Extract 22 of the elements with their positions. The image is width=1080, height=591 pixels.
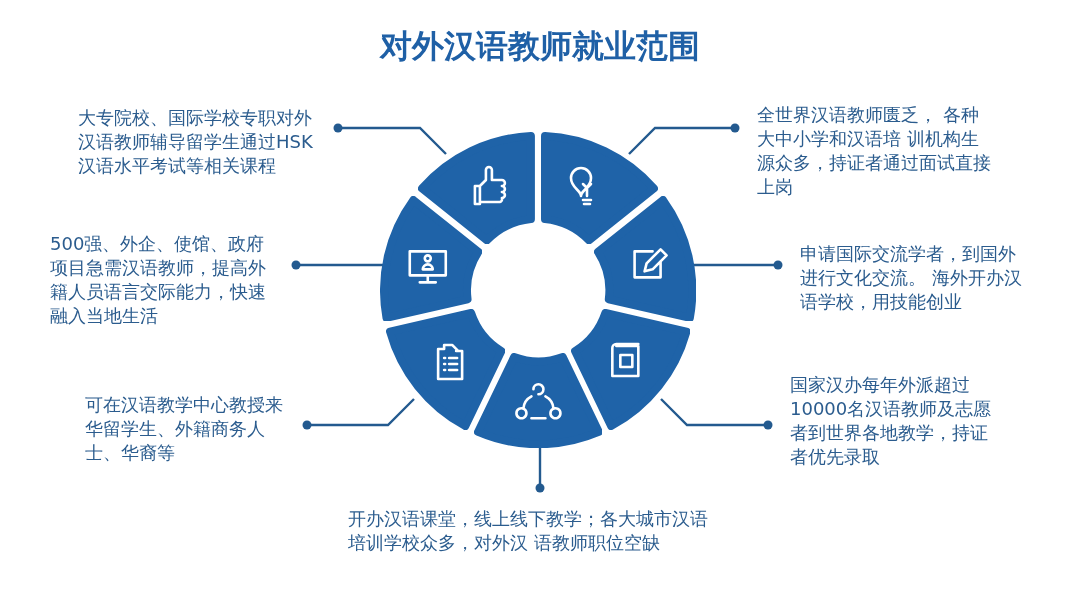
ring-segment	[593, 195, 696, 322]
description-text: 申请国际交流学者，到国外进行文化交流。 海外开办汉语学校，用技能创业	[800, 242, 1022, 314]
leader-line	[693, 260, 783, 270]
leader-line	[535, 446, 545, 493]
leader-line	[291, 260, 383, 270]
ring-segment	[570, 308, 691, 430]
leader-line	[628, 123, 740, 155]
leader-line	[333, 123, 447, 155]
ring-segment	[473, 352, 603, 448]
ring-segment	[380, 195, 483, 322]
description-text: 国家汉办每年外派超过10000名汉语教师及志愿者到世界各地教学，持证者优先录取	[790, 373, 1000, 469]
description-text: 可在汉语教学中心教授来华留学生、外籍商务人士、华裔等	[85, 393, 290, 465]
description-text: 全世界汉语教师匮乏， 各种大中小学和汉语培 训机构生源众多，持证者通过面试直接上岗	[757, 103, 991, 199]
description-text: 开办汉语课堂，线上线下教学；各大城市汉语培训学校众多，对外汉 语教师职位空缺	[348, 507, 718, 555]
leader-line	[302, 398, 415, 430]
leader-line	[660, 398, 773, 430]
ring-segment	[385, 308, 505, 430]
ring-segment	[418, 132, 535, 245]
description-text: 500强、外企、使馆、政府项目急需汉语教师，提高外籍人员语言交际能力，快速融入当地生活	[50, 232, 280, 328]
ring-segment	[541, 132, 658, 245]
title: 对外汉语教师就业范围	[378, 26, 701, 67]
description-text: 大专院校、国际学校专职对外汉语教师辅导留学生通过HSK汉语水平考试等相关课程	[78, 106, 328, 178]
